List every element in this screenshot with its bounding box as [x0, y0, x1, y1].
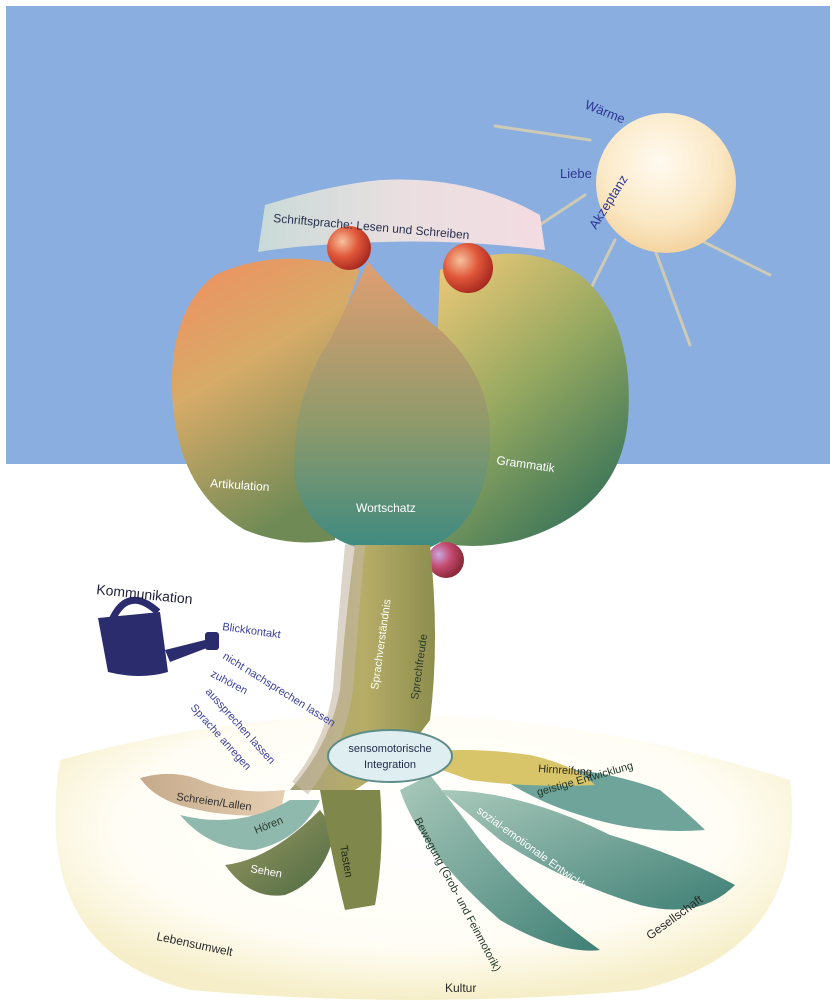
watering-can-icon — [98, 600, 219, 676]
ball-trunk — [428, 542, 464, 578]
can-item-blickkontakt: Blickkontakt — [222, 621, 282, 641]
center-label-line1: sensomotorische — [348, 743, 431, 755]
center-ellipse — [328, 730, 452, 782]
ground-kultur: Kultur — [445, 981, 476, 995]
crown-middle-label: Wortschatz — [356, 501, 416, 515]
ball-right — [443, 243, 493, 293]
sun-word-liebe: Liebe — [560, 166, 592, 181]
center-label-line2: Integration — [364, 759, 416, 771]
